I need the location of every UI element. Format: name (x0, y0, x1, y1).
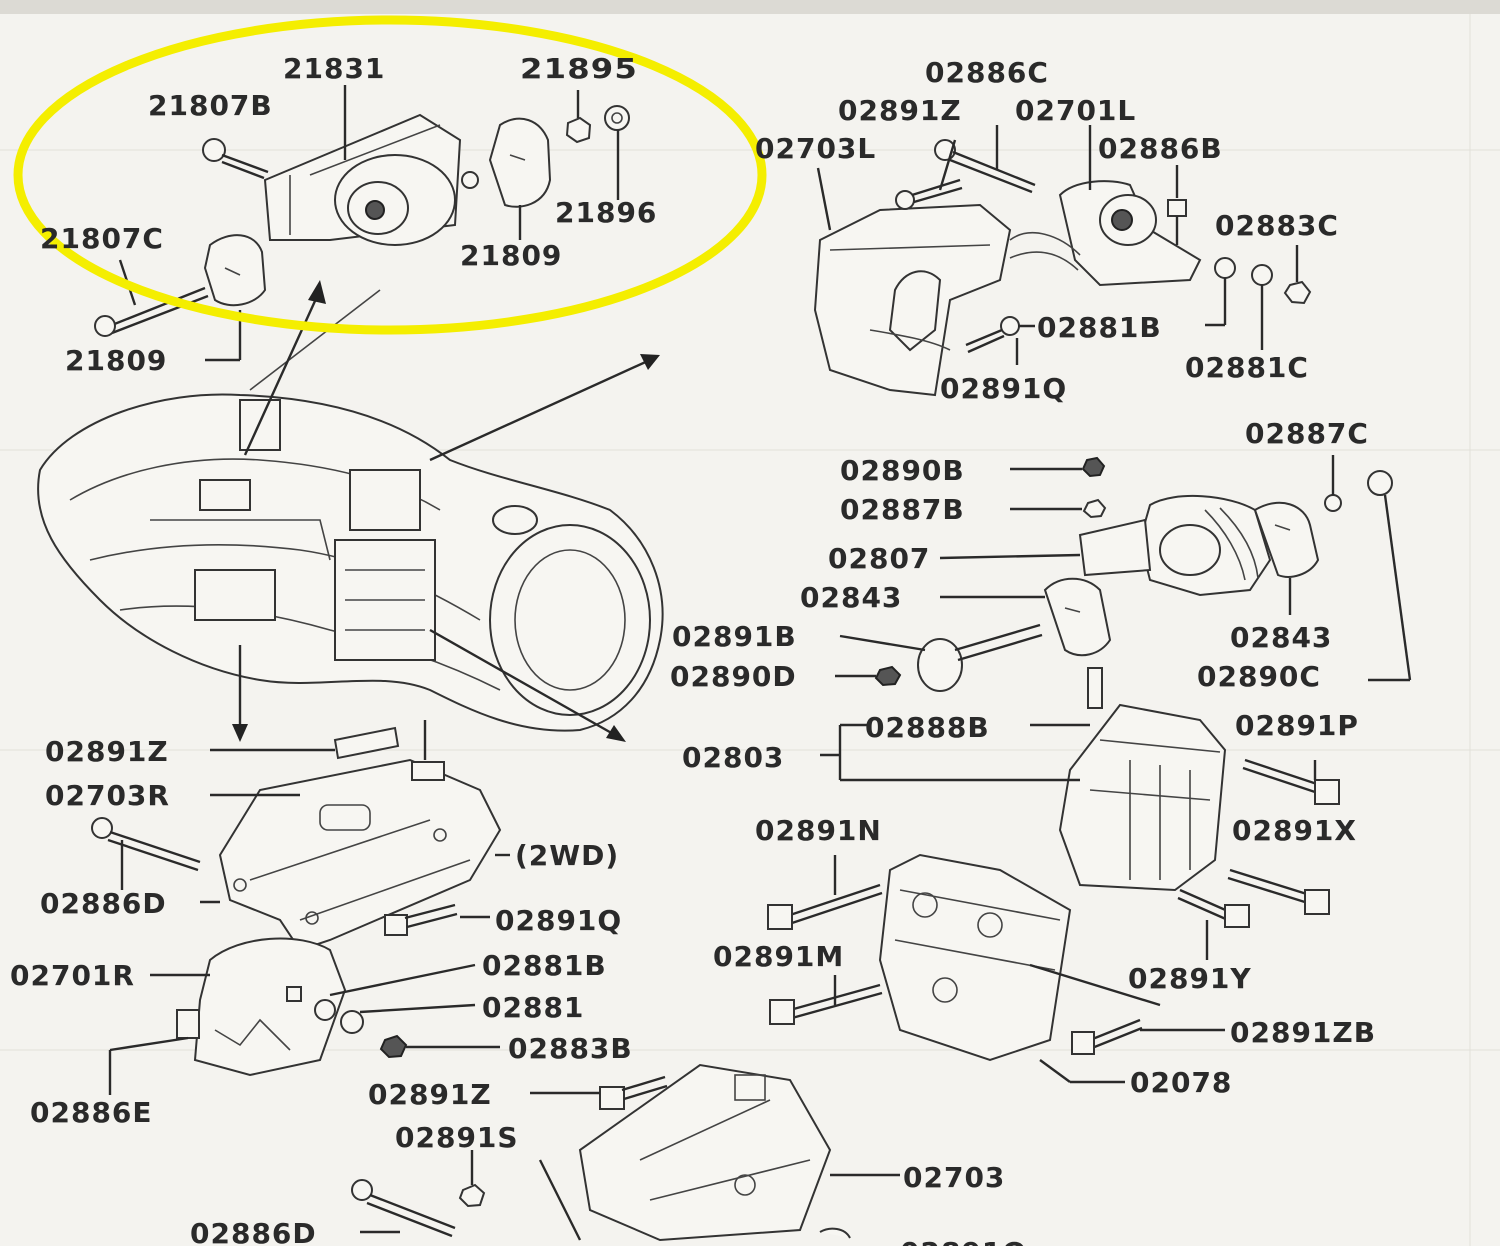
bracket-02078-group (767, 853, 1225, 1084)
label-21807c: 21807C (40, 222, 164, 255)
label-02891zb: 02891ZB (1230, 1016, 1376, 1049)
label-02883c: 02883C (1215, 209, 1339, 242)
label-02891n: 02891N (755, 814, 882, 847)
label-02891s: 02891S (395, 1121, 519, 1154)
label-02891y: 02891Y (1128, 962, 1252, 995)
label-21895: 21895 (520, 52, 638, 85)
label-02891z-bottom: 02891Z (368, 1078, 492, 1111)
label-02887c: 02887C (1245, 417, 1369, 450)
label-02883b: 02883B (508, 1032, 633, 1065)
label-02891b: 02891B (672, 620, 797, 653)
label-02078: 02078 (1130, 1066, 1232, 1099)
label-02890d: 02890D (670, 660, 797, 693)
label-02891q-top: 02891Q (940, 372, 1067, 405)
label-02891m: 02891M (713, 940, 844, 973)
label-02891x: 02891X (1232, 814, 1357, 847)
label-02890c: 02890C (1197, 660, 1321, 693)
label-02891z-left: 02891Z (45, 735, 169, 768)
label-02881b-top: 02881B (1037, 311, 1162, 344)
label-21896: 21896 (555, 196, 657, 229)
mount-02807-group (835, 455, 1412, 692)
label-02703l: 02703L (755, 132, 876, 165)
label-02886c: 02886C (925, 56, 1049, 89)
label-02891z-top: 02891Z (838, 94, 962, 127)
label-02888b: 02888B (865, 711, 990, 744)
mount-02701l-group (813, 125, 1312, 397)
label-02843-rear: 02843 (1230, 621, 1332, 654)
mount-21831-group (94, 85, 630, 362)
label-02891q-mid: 02891Q (495, 904, 622, 937)
label-02890b: 02890B (840, 454, 965, 487)
part-labels: 21831 21895 21807B 21896 21807C 21809 21… (10, 52, 1376, 1246)
label-02703: 02703 (903, 1161, 1005, 1194)
label-02807: 02807 (828, 542, 930, 575)
label-02701l: 02701L (1015, 94, 1136, 127)
label-02886b: 02886B (1098, 132, 1223, 165)
label-02703r: 02703R (45, 779, 170, 812)
label-2wd: (2WD) (515, 839, 619, 872)
label-02891q-bottom: 02891Q (900, 1236, 1027, 1246)
label-02886e: 02886E (30, 1096, 153, 1129)
label-02881: 02881 (482, 991, 584, 1024)
bracket-02703-group (351, 1063, 900, 1242)
label-02886d-bottom: 02886D (190, 1217, 317, 1246)
label-02843-front: 02843 (800, 581, 902, 614)
bracket-02703r-group (91, 720, 510, 1095)
label-02881b-mid: 02881B (482, 949, 607, 982)
engine-assembly (37, 289, 664, 732)
bracket-02803-group (820, 667, 1340, 960)
label-02891p: 02891P (1235, 709, 1359, 742)
label-02803: 02803 (682, 741, 784, 774)
label-21807b: 21807B (148, 89, 273, 122)
label-21831: 21831 (283, 52, 385, 85)
label-02701r: 02701R (10, 959, 135, 992)
highlight-ellipse (13, 15, 767, 335)
label-02887b: 02887B (840, 493, 965, 526)
label-21809-plate: 21809 (460, 239, 562, 272)
label-02886d-left: 02886D (40, 887, 167, 920)
leader-arrows (232, 280, 660, 742)
label-21809-left: 21809 (65, 344, 167, 377)
label-02881c: 02881C (1185, 351, 1309, 384)
screen-top-edge (0, 0, 1500, 14)
